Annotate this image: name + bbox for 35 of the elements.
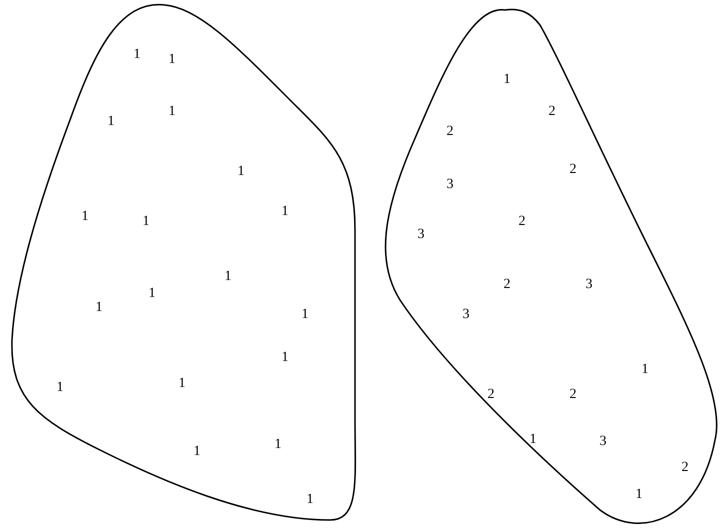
number-label: 2 [682,461,688,475]
number-label: 1 [168,105,176,119]
number-label: 2 [504,278,510,292]
number-label: 1 [302,308,308,322]
number-label: 3 [586,278,592,292]
number-label: 1 [108,115,114,129]
number-label: 1 [282,205,288,219]
number-label: 3 [418,228,424,242]
number-label: 2 [488,388,494,402]
number-label: 1 [642,363,648,377]
number-label: 1 [168,53,176,67]
number-label: 3 [600,435,606,449]
number-label: 1 [194,445,200,459]
number-label: 2 [548,105,556,119]
number-label: 2 [518,215,526,229]
number-label: 1 [238,165,244,179]
number-label: 1 [274,438,282,452]
number-label: 1 [530,433,536,447]
number-label: 1 [142,215,150,229]
number-label: 1 [636,488,642,502]
number-label: 1 [178,377,186,391]
number-label: 1 [134,48,140,62]
number-label: 2 [570,388,576,402]
number-label: 1 [282,351,288,365]
number-label: 2 [570,163,576,177]
number-label: 2 [446,125,454,139]
number-label: 1 [306,493,314,507]
number-label: 1 [224,270,232,284]
number-label: 1 [82,210,88,224]
number-label: 3 [446,178,454,192]
number-label: 1 [504,73,510,87]
number-label: 1 [96,301,102,315]
number-label: 1 [148,287,156,301]
number-label: 3 [462,308,470,322]
number-label: 1 [56,381,64,395]
